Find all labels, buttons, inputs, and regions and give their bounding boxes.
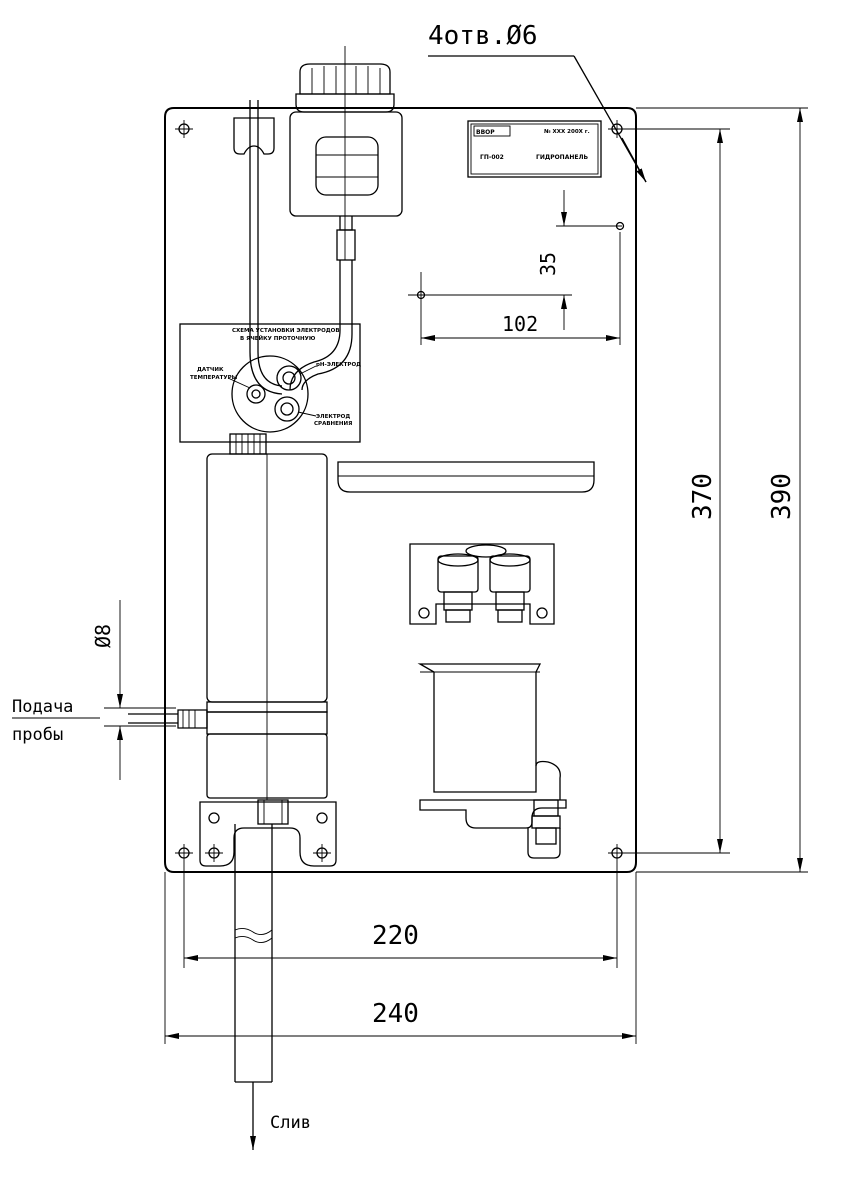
flow-cell-bracket <box>199 799 337 867</box>
dimension-240: 240 <box>164 872 637 1044</box>
nameplate-model: ГП-002 <box>480 154 504 161</box>
drain-pipe: Слив <box>234 824 311 1150</box>
dimension-370: 370 <box>626 128 730 854</box>
dimension-d8: Ø8 <box>91 600 176 780</box>
dim-d8-text: Ø8 <box>91 624 115 648</box>
dim-370-text: 370 <box>688 473 718 520</box>
flow-cell <box>128 433 328 800</box>
reference-hole-a <box>416 221 625 300</box>
nameplate: ВВОР № XXX 200Х г. ГП-002 ГИДРОПАНЕЛЬ <box>467 120 602 178</box>
electrode-diagram: СХЕМА УСТАНОВКИ ЭЛЕКТРОДОВ В ЯЧЕЙКУ ПРОТ… <box>179 323 361 443</box>
dimension-390: 390 <box>636 107 808 873</box>
dim-35-text: 35 <box>536 252 560 276</box>
electrode-holder-block <box>409 543 555 625</box>
dim-220-text: 220 <box>372 921 419 951</box>
shelf <box>337 461 595 493</box>
ref-electrode-2: СРАВНЕНИЯ <box>314 421 352 427</box>
mounting-hole-top-right <box>608 120 626 138</box>
electrode-title-2: В ЯЧЕЙКУ ПРОТОЧНУЮ <box>240 334 316 342</box>
nameplate-logo: ВВОР <box>476 129 495 136</box>
dimension-35: 35 <box>408 190 622 330</box>
mounting-hole-bottom-left <box>175 844 193 862</box>
panel-plate <box>164 107 637 873</box>
feed-label-line1: Подача <box>12 697 73 717</box>
dim-240-text: 240 <box>372 999 419 1029</box>
reagent-bottle <box>289 46 403 261</box>
electrode-title-1: СХЕМА УСТАНОВКИ ЭЛЕКТРОДОВ <box>232 328 340 334</box>
temp-sensor-2: ТЕМПЕРАТУРЫ <box>190 375 238 381</box>
feed-label-line2: пробы <box>12 725 63 745</box>
drain-label: Слив <box>270 1113 311 1133</box>
nameplate-name: ГИДРОПАНЕЛЬ <box>536 154 588 161</box>
mounting-hole-bottom-right <box>608 844 626 862</box>
dim-390-text: 390 <box>767 473 797 520</box>
dimension-220: 220 <box>183 862 618 968</box>
mounting-hole-top-left <box>175 120 193 138</box>
sample-feed-label: Подача пробы <box>12 697 100 745</box>
holes-note-text: 4отв.Ø6 <box>428 21 538 51</box>
dim-102-text: 102 <box>502 312 538 336</box>
dimension-102: 102 <box>420 232 621 345</box>
ref-electrode-1: ЭЛЕКТРОД <box>316 414 350 420</box>
beaker <box>417 663 567 859</box>
holes-note: 4отв.Ø6 <box>428 21 647 183</box>
nameplate-number: № XXX 200Х г. <box>543 128 590 135</box>
connecting-tube <box>233 100 353 395</box>
temp-sensor-1: ДАТЧИК <box>197 367 224 373</box>
ph-electrode-label: pH-ЭЛЕКТРОД <box>316 362 361 368</box>
